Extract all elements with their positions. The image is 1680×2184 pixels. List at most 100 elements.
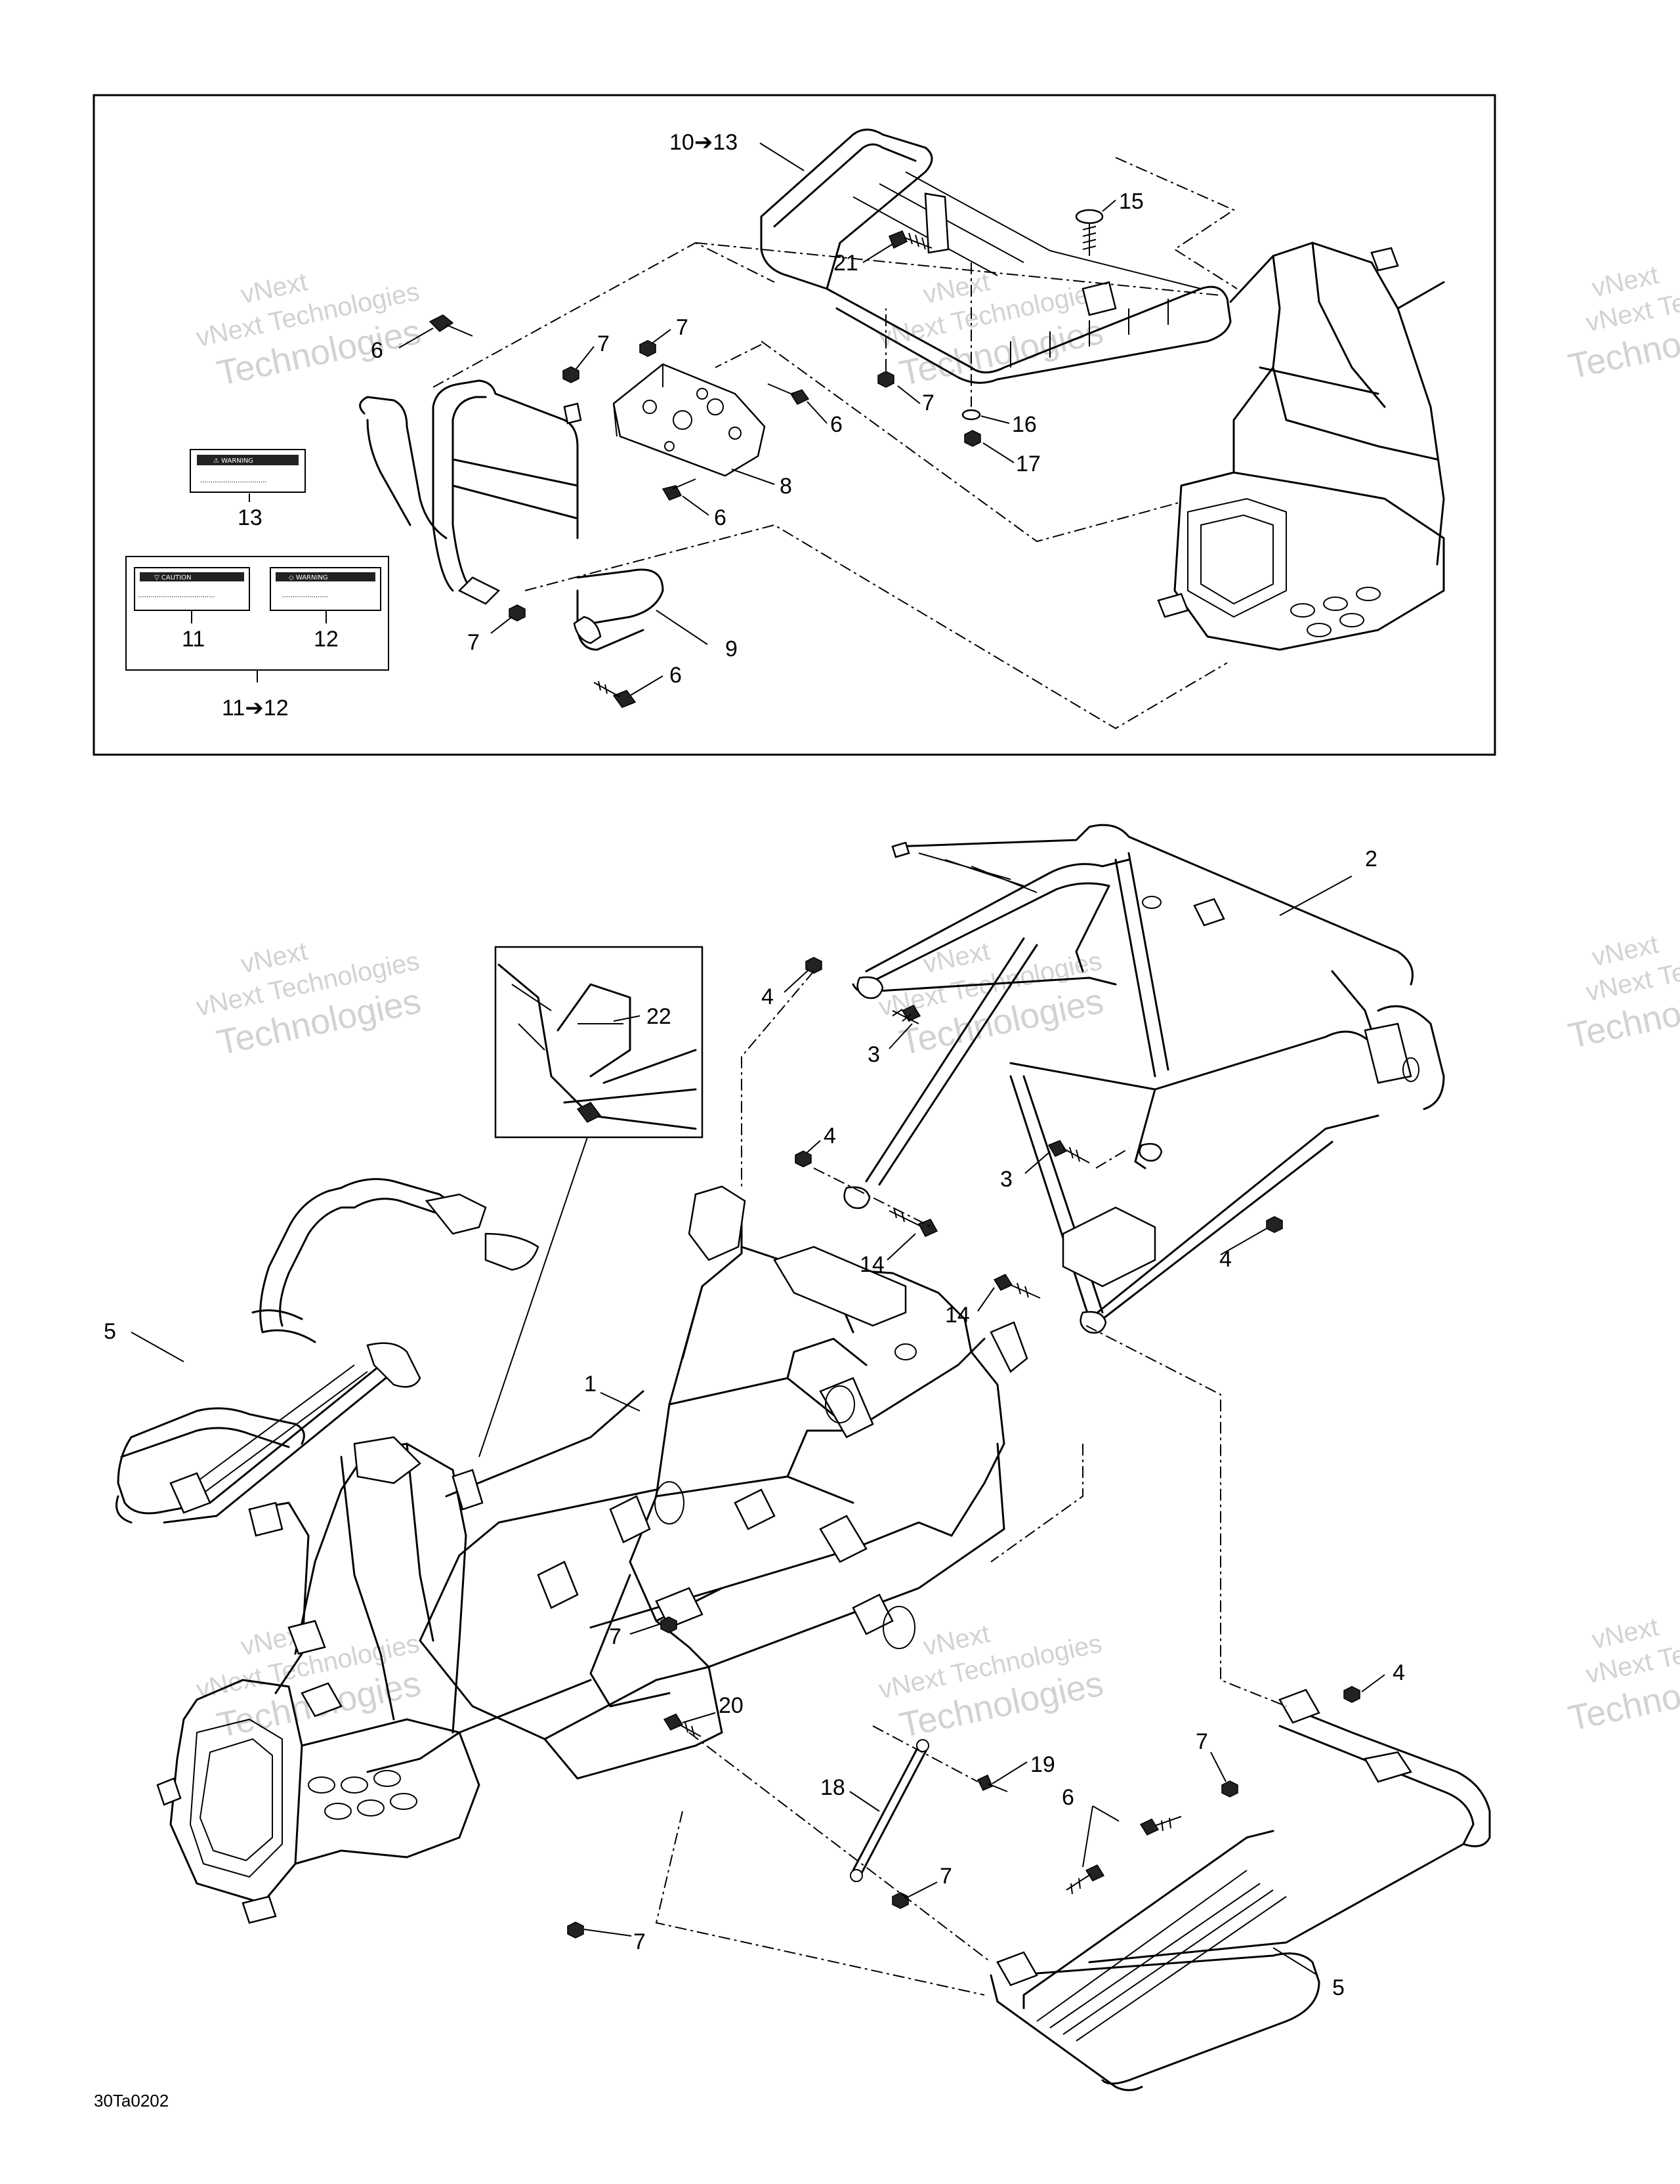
callout-6c: 6 — [714, 505, 726, 530]
assembly-line-top-f — [715, 344, 762, 368]
callout-7d: 7 — [467, 630, 480, 655]
leader-6b — [807, 401, 828, 424]
callout-8: 8 — [780, 474, 792, 499]
callout-4b: 4 — [824, 1124, 836, 1148]
bolt-6-kit-b — [767, 383, 810, 405]
nut-7-frame — [660, 1616, 677, 1633]
callout-11: 11 — [182, 627, 205, 652]
bolt-14-a — [889, 1207, 938, 1237]
leader-6e — [1082, 1805, 1120, 1868]
callout-4c: 4 — [1219, 1247, 1232, 1272]
leader-14b — [977, 1287, 995, 1312]
watermark-top-right: vNext vNext Technologies Technologies — [1564, 261, 1680, 387]
assembly-line-low-b — [1085, 1325, 1287, 1707]
callout-10-13: 10➔13 — [669, 130, 738, 155]
bolt-6-footrest-a — [1139, 1816, 1182, 1836]
nut-4-c — [1266, 1216, 1283, 1233]
assembly-line-top-a — [432, 242, 775, 388]
nut-4-d — [1343, 1686, 1360, 1703]
bolt-14-b — [993, 1274, 1041, 1299]
washer-16 — [961, 409, 981, 421]
callout-7g: 7 — [1196, 1729, 1208, 1754]
leader-4b — [807, 1140, 821, 1153]
callout-15: 15 — [1119, 189, 1144, 214]
callout-7c: 7 — [922, 390, 934, 415]
bolt-6-kit-d — [593, 681, 637, 708]
assembly-line-low-g — [813, 1167, 933, 1228]
decal-13: ⚠ WARNING ..............................… — [190, 449, 306, 493]
watermark-bottom-center: vNext vNext Technologies Technologies — [876, 1619, 1106, 1745]
detail-inset-22 — [494, 946, 704, 1139]
rear-rack — [760, 129, 1232, 384]
leader-4d — [1361, 1674, 1385, 1692]
assembly-line-low-e — [655, 1811, 985, 1996]
leader-7d — [490, 616, 513, 634]
assembly-line-low-a — [741, 971, 814, 1188]
callout-6b: 6 — [830, 412, 843, 437]
callout-13: 13 — [238, 505, 262, 530]
leader-6d — [629, 675, 663, 696]
leader-10-13 — [759, 142, 805, 171]
callout-3b: 3 — [1000, 1167, 1013, 1192]
leader-8 — [731, 469, 775, 485]
assembly-line-low-f — [872, 1725, 978, 1782]
callout-4a: 4 — [761, 984, 774, 1009]
callout-19: 19 — [1030, 1752, 1055, 1777]
assembly-line-low-d — [688, 1732, 992, 1963]
bolt-19 — [976, 1774, 1008, 1792]
callout-1: 1 — [584, 1372, 597, 1396]
bolt-3-b — [1047, 1140, 1090, 1164]
leader-1 — [600, 1392, 640, 1412]
nut-4-b — [795, 1150, 812, 1167]
callout-2: 2 — [1365, 847, 1377, 872]
callout-6d: 6 — [669, 663, 682, 688]
figure-id: 30Ta0202 — [94, 2091, 169, 2110]
frame-front-section — [1157, 242, 1445, 651]
svg-text:..............................: ................................ — [200, 477, 267, 484]
bolt-6-kit-c — [662, 478, 696, 501]
leader-inset — [478, 1137, 588, 1458]
assembly-line-low-c — [990, 1444, 1083, 1563]
main-frame — [366, 1185, 1028, 1780]
bolt-6-kit-a — [429, 314, 473, 337]
callout-17: 17 — [1016, 452, 1041, 476]
nut-17 — [964, 430, 981, 447]
watermark-bottom-right: vNext vNext Technologies Technologies — [1564, 1612, 1680, 1738]
assembly-line-top-c — [761, 341, 1182, 543]
leader-4c — [1220, 1228, 1267, 1255]
footrest-right — [990, 1689, 1491, 2091]
bolt-3-a — [892, 1005, 921, 1024]
callout-7h: 7 — [633, 1929, 646, 1954]
nut-7-kit-b — [639, 340, 656, 357]
nut-7-kit-c — [509, 604, 526, 621]
leader-20 — [682, 1712, 716, 1723]
callout-6a: 6 — [371, 338, 383, 363]
leader-7e — [629, 1624, 660, 1635]
watermark-middle-left: vNext vNext Technologies Technologies — [194, 936, 424, 1062]
svg-text:▽ CAUTION: ▽ CAUTION — [154, 574, 191, 581]
leader-3a — [889, 1023, 913, 1049]
leader-19 — [992, 1761, 1028, 1784]
callout-9: 9 — [725, 637, 738, 662]
callout-14a: 14 — [860, 1252, 885, 1277]
leader-14a — [887, 1233, 916, 1261]
nut-4-a — [805, 957, 822, 974]
leader-16 — [980, 415, 1010, 424]
bolt-21 — [889, 230, 933, 250]
leader-17 — [982, 442, 1015, 463]
nut-7-kit-a — [562, 366, 579, 383]
leader-3b — [1024, 1151, 1051, 1174]
callout-7a: 7 — [597, 331, 610, 356]
svg-text:..............................: ..................................... — [138, 592, 215, 599]
callout-11-12: 11➔12 — [222, 696, 289, 721]
callout-7b: 7 — [676, 315, 688, 340]
watermark-top-left: vNext vNext Technologies Technologies — [194, 267, 424, 393]
leader-7b — [652, 329, 671, 343]
rod-18 — [850, 1739, 929, 1882]
leader-5a — [131, 1332, 184, 1362]
leader-21 — [862, 243, 893, 263]
leader-7g — [1210, 1752, 1227, 1782]
rear-subframe — [843, 824, 1445, 1334]
leader-18 — [849, 1791, 880, 1812]
